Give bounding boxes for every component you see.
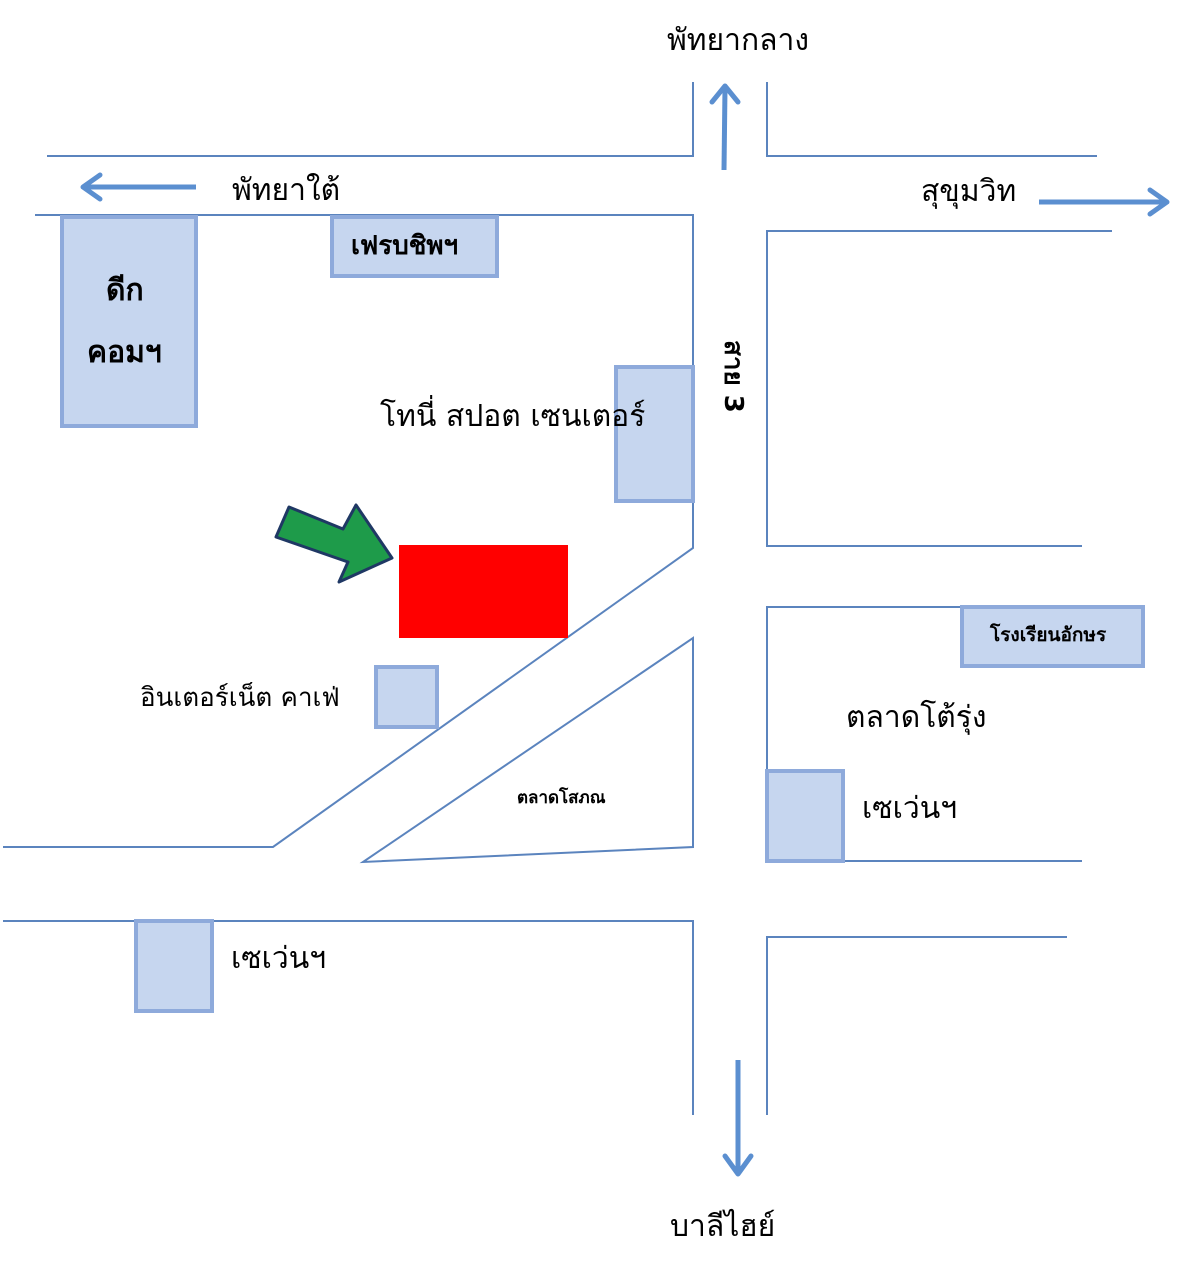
south-arrow [722, 1060, 754, 1177]
building-fresh-ship [330, 215, 499, 278]
label-seven-east: เซเว่นฯ [862, 791, 958, 826]
building-internet-cafe [374, 665, 439, 729]
label-school: โรงเรียนอักษร [990, 624, 1107, 646]
label-north: พัทยากลาง [667, 23, 810, 58]
road-top-left-upper [47, 82, 694, 157]
road-top-right-lower [766, 230, 1112, 547]
label-fresh-ship: เฟรบชิพฯ [351, 231, 459, 261]
road-bottom-right [766, 936, 1067, 1115]
label-west: พัทยาใต้ [232, 173, 341, 208]
label-street-sai3: สาย 3 [718, 340, 748, 413]
label-talad-torung: ตลาดโต้รุ่ง [846, 700, 987, 735]
north-arrow [709, 83, 741, 171]
west-arrow [80, 172, 196, 202]
pointer-arrow-icon [274, 503, 394, 584]
label-dig-com-line1: ดีก [106, 273, 144, 308]
building-seven-east [765, 769, 845, 863]
building-tony-sport [614, 365, 695, 503]
label-tony-sport: โทนี่ สปอต เซนเตอร์ [380, 399, 646, 434]
label-south: บาลีไฮย์ [670, 1209, 776, 1244]
label-dig-com-line2: คอมฯ [87, 335, 162, 370]
road-top-right-upper [766, 82, 1097, 157]
label-talad-sophon: ตลาดโสภณ [517, 788, 606, 808]
label-east: สุขุมวิท [921, 174, 1017, 209]
road-triangle-market [359, 636, 694, 864]
building-seven-west [134, 919, 214, 1013]
label-internet-cafe: อินเตอร์เน็ต คาเฟ่ [140, 683, 340, 713]
building-school [960, 605, 1145, 668]
building-dig-com [60, 215, 198, 428]
road-bottom-left [3, 920, 694, 1115]
target-location [399, 545, 568, 638]
label-seven-west: เซเว่นฯ [231, 941, 327, 976]
east-arrow [1039, 187, 1170, 217]
road-right-middle [766, 606, 1140, 862]
